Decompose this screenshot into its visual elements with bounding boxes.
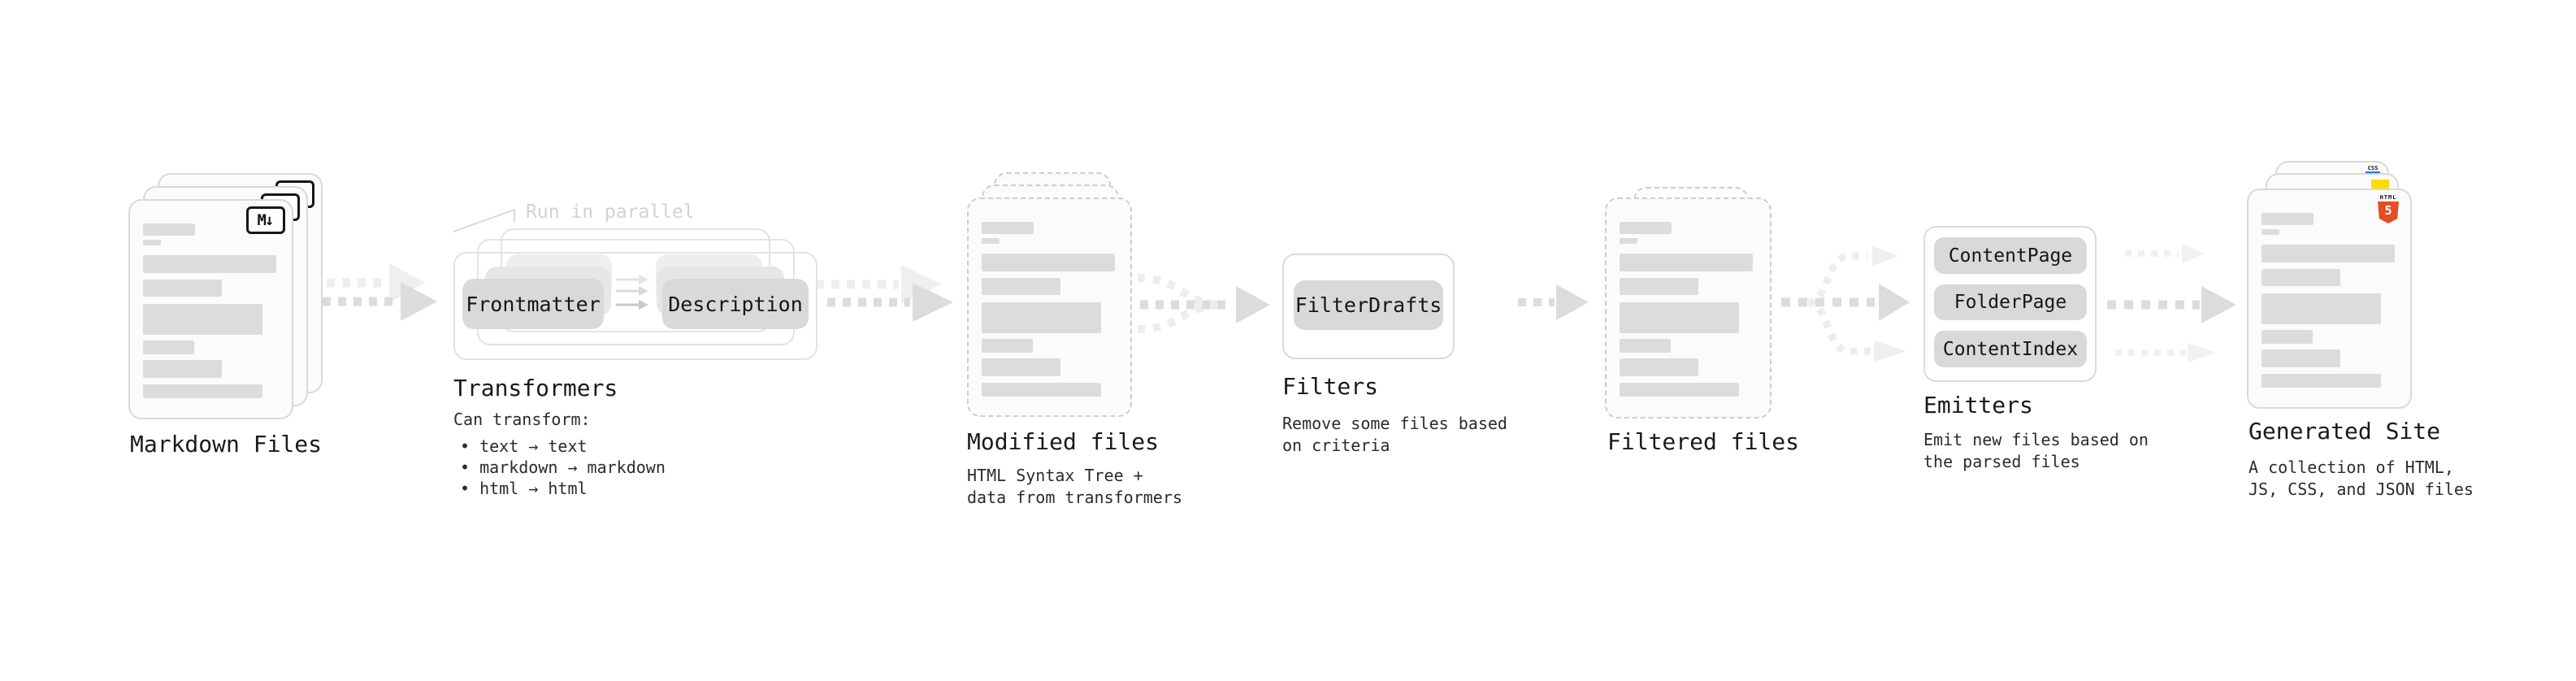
- modified-document-back: [994, 172, 1111, 384]
- markdown-files-label: Markdown Files: [130, 431, 323, 458]
- arrow-modified-to-filters-converge-icon: [1137, 274, 1270, 333]
- generated-site-label: Generated Site: [2249, 418, 2441, 445]
- annotation-leader-line: [453, 208, 515, 232]
- frontmatter-pill: Frontmatter: [462, 279, 604, 329]
- modified-files-label: Modified files: [967, 428, 1160, 455]
- emitters-label: Emitters: [1923, 392, 2033, 419]
- placeholder-line: [982, 358, 1060, 376]
- transformer-card-back: [501, 228, 770, 332]
- placeholder-line: [2262, 213, 2314, 225]
- arrow-filters-to-filtered-icon: [1518, 284, 1589, 320]
- placeholder-line: [2262, 330, 2313, 344]
- emitters-container: [1923, 226, 2097, 382]
- placeholder-line: [982, 302, 1101, 333]
- placeholder-line: [143, 360, 222, 378]
- placeholder-line: [1620, 278, 1698, 295]
- markdown-document-middle: M↓: [143, 186, 308, 406]
- placeholder-line: [143, 240, 161, 245]
- run-in-parallel-annotation: Run in parallel: [526, 202, 695, 223]
- contentpage-pill: ContentPage: [1934, 237, 2087, 274]
- arrow-filtered-to-emitters-diverge-icon: [1781, 246, 1910, 362]
- modified-document-front: [967, 197, 1132, 417]
- placeholder-line: [143, 280, 222, 297]
- transformers-label: Transformers: [453, 375, 618, 401]
- description-pill-ghost: [657, 267, 784, 315]
- frontmatter-pill-ghost: [485, 267, 611, 315]
- placeholder-line: [143, 304, 262, 335]
- filters-label: Filters: [1282, 373, 1379, 400]
- filtered-files-label: Filtered files: [1607, 428, 1800, 455]
- folderpage-pill: FolderPage: [1934, 284, 2087, 320]
- placeholder-line: [1620, 254, 1753, 271]
- pill-to-pill-arrows-icon: [616, 275, 648, 310]
- placeholder-line: [2262, 245, 2395, 262]
- arrow-markdown-to-transformers-icon: [296, 263, 437, 321]
- description-pill: Description: [662, 279, 809, 329]
- placeholder-text-lines: [969, 199, 1130, 397]
- placeholder-line: [143, 223, 195, 236]
- placeholder-text-lines: [1607, 199, 1770, 397]
- placeholder-line: [1620, 358, 1698, 376]
- placeholder-line: [2262, 269, 2340, 286]
- placeholder-line: [1620, 383, 1739, 397]
- placeholder-line: [1620, 238, 1637, 244]
- transformers-note-title: Can transform:: [453, 410, 591, 429]
- markdown-icon: M↓: [275, 180, 314, 208]
- transformer-card-front: [453, 252, 817, 360]
- placeholder-line: [2262, 293, 2381, 324]
- filterdrafts-pill: FilterDrafts: [1294, 280, 1443, 330]
- placeholder-line: [982, 238, 1000, 244]
- js-file-icon: [2371, 180, 2389, 189]
- placeholder-line: [982, 278, 1060, 295]
- frontmatter-pill-ghost: [506, 254, 612, 301]
- css-file-icon: CSS: [2365, 166, 2381, 175]
- placeholder-line: [2262, 374, 2381, 388]
- transformers-bullet-list: • text → text • markdown → markdown • ht…: [460, 436, 666, 498]
- description-pill-ghost: [656, 254, 762, 301]
- placeholder-line: [1620, 302, 1739, 333]
- placeholder-line: [2262, 229, 2279, 235]
- placeholder-line: [1620, 222, 1672, 234]
- filtered-document-back: [1633, 187, 1749, 398]
- filtered-document-front: [1605, 197, 1772, 419]
- html5-logo-icon: HTML 5: [2378, 194, 2399, 223]
- placeholder-line: [143, 255, 276, 273]
- markdown-icon: M↓: [261, 193, 300, 221]
- placeholder-line: [982, 222, 1034, 234]
- modified-files-note: HTML Syntax Tree + data from transformer…: [967, 466, 1182, 507]
- filters-note: Remove some files based on criteria: [1282, 414, 1507, 455]
- arrow-transformers-to-modified-icon: [816, 265, 953, 322]
- placeholder-line: [982, 339, 1033, 353]
- arrow-emitters-to-generated-icon: [2107, 244, 2236, 362]
- generated-document-css: CSS: [2275, 161, 2389, 372]
- emitters-note: Emit new files based on the parsed files: [1923, 430, 2149, 471]
- generated-site-note: A collection of HTML, JS, CSS, and JSON …: [2249, 458, 2474, 499]
- modified-document-middle: [982, 184, 1119, 396]
- placeholder-line: [2262, 349, 2340, 367]
- markdown-icon: M↓: [246, 206, 285, 234]
- placeholder-text-lines: [2249, 190, 2410, 388]
- placeholder-line: [1620, 339, 1671, 353]
- transformer-card-middle: [477, 239, 795, 345]
- placeholder-line: [143, 384, 262, 398]
- placeholder-line: [982, 383, 1101, 397]
- contentindex-pill: ContentIndex: [1934, 331, 2087, 367]
- generated-document-js: [2266, 173, 2399, 384]
- placeholder-line: [143, 340, 194, 354]
- generated-document-html: HTML 5: [2247, 189, 2412, 409]
- placeholder-text-lines: [130, 201, 292, 398]
- placeholder-line: [982, 254, 1115, 271]
- filters-container: [1282, 254, 1455, 359]
- markdown-document-front: M↓: [128, 199, 293, 419]
